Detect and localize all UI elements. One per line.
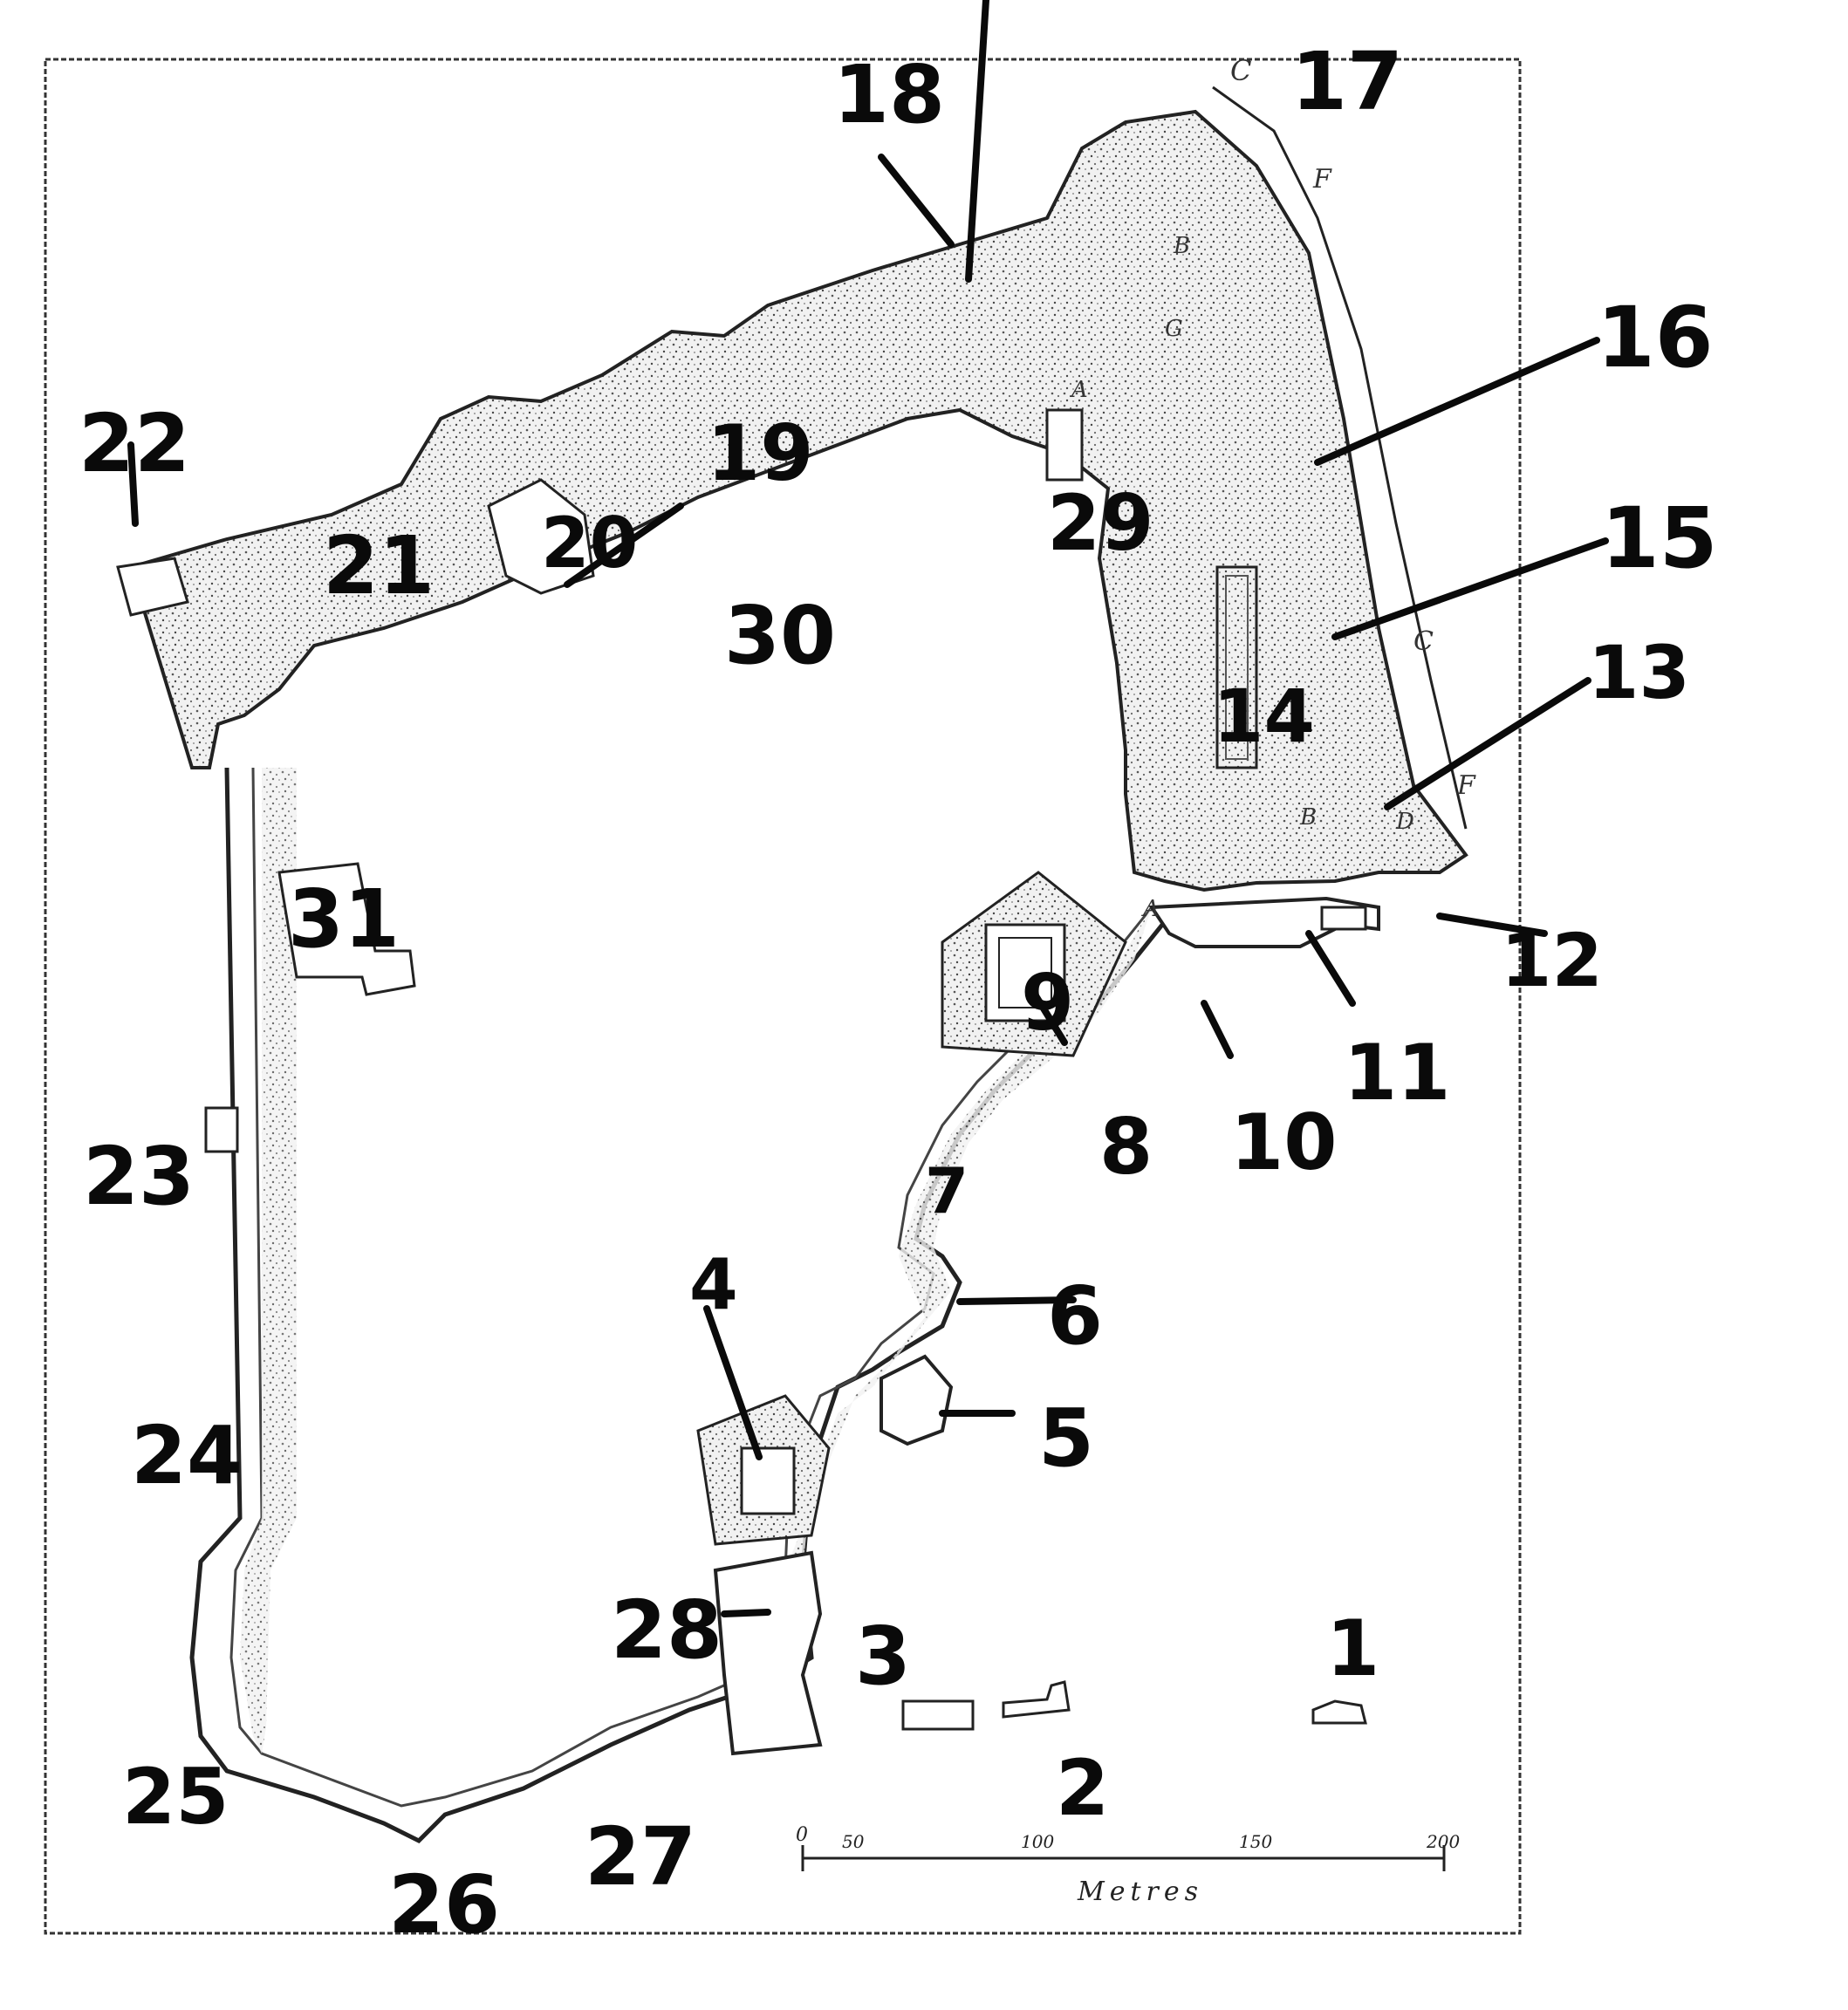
callout-9: 9 — [1021, 958, 1074, 1048]
plan-letter: B — [1299, 804, 1317, 831]
plan-letter: C — [1413, 626, 1434, 657]
callout-1: 1 — [1326, 1603, 1379, 1693]
callout-27: 27 — [585, 1810, 696, 1904]
callout-5: 5 — [1038, 1391, 1094, 1485]
callout-25: 25 — [122, 1752, 229, 1842]
callout-11: 11 — [1344, 1028, 1450, 1118]
plan-letter: F — [1312, 164, 1332, 195]
scale-tick-0: 0 — [796, 1824, 808, 1846]
callout-10: 10 — [1230, 1097, 1337, 1187]
callout-17: 17 — [1291, 35, 1403, 128]
west-inner-strip — [240, 768, 297, 1754]
callout-20: 20 — [541, 502, 638, 584]
plan-letter: D — [1395, 809, 1414, 835]
plan-letter: F — [1456, 770, 1476, 801]
plan-letter: G — [1165, 316, 1183, 342]
scale-unit: Metres — [1077, 1877, 1203, 1907]
southeast-inner-strip — [785, 907, 1152, 1570]
callout-18: 18 — [833, 48, 945, 141]
plan-letter: A — [1070, 377, 1088, 403]
scale-tick-150: 150 — [1239, 1831, 1272, 1852]
callout-14: 14 — [1213, 673, 1315, 759]
barracks-block — [1215, 565, 1258, 769]
callout-28: 28 — [611, 1583, 722, 1677]
map-frame — [44, 58, 1522, 1935]
callout-7: 7 — [925, 1154, 968, 1227]
callout-22: 22 — [79, 397, 190, 490]
tower-5 — [880, 1354, 954, 1446]
scale-tick-100: 100 — [1021, 1831, 1054, 1852]
tower-9 — [941, 871, 1127, 1057]
structure-2a — [901, 1699, 975, 1731]
north-rampart — [128, 109, 1468, 892]
callout-19: 19 — [707, 408, 813, 498]
callout-3: 3 — [855, 1610, 911, 1703]
plan-letter: C — [1230, 54, 1251, 87]
callout-30: 30 — [724, 589, 836, 682]
leader-lines — [127, 0, 1609, 1617]
tower-20 — [487, 478, 595, 595]
tower-31 — [277, 862, 416, 996]
callout-29: 29 — [1047, 478, 1153, 568]
callout-2: 2 — [1056, 1743, 1109, 1833]
callout-21: 21 — [323, 519, 435, 612]
east-outer-curve — [1212, 85, 1468, 830]
callout-23: 23 — [83, 1130, 195, 1223]
scale-bar: 0 50 100 150 200 Metres — [796, 1824, 1460, 1907]
callout-6: 6 — [1047, 1269, 1103, 1363]
callout-31: 31 — [288, 872, 400, 966]
callout-26: 26 — [388, 1858, 500, 1952]
callout-labels: 18 17 16 15 13 12 11 10 14 19 20 21 22 2… — [79, 35, 1718, 1952]
tower-4 — [696, 1394, 831, 1546]
plan-letters: C F C F B G A A D B — [1070, 54, 1476, 922]
scale-tick-50: 50 — [842, 1831, 865, 1852]
callout-24: 24 — [131, 1409, 243, 1502]
callout-16: 16 — [1597, 289, 1714, 386]
structure-2b — [1002, 1680, 1071, 1719]
callout-4: 4 — [689, 1244, 738, 1325]
tower-29 — [1045, 408, 1084, 482]
structure-1 — [1311, 1699, 1367, 1725]
callout-15: 15 — [1601, 489, 1718, 587]
callout-12: 12 — [1501, 918, 1603, 1003]
tower-22 — [116, 557, 189, 617]
tower-23 — [204, 1106, 239, 1153]
gate-block-28 — [713, 1550, 823, 1756]
scale-tick-200: 200 — [1426, 1831, 1460, 1852]
callout-13: 13 — [1588, 630, 1690, 715]
callout-8: 8 — [1099, 1102, 1153, 1192]
plan-letter: B — [1173, 233, 1190, 259]
plan-letter: A — [1141, 896, 1160, 922]
